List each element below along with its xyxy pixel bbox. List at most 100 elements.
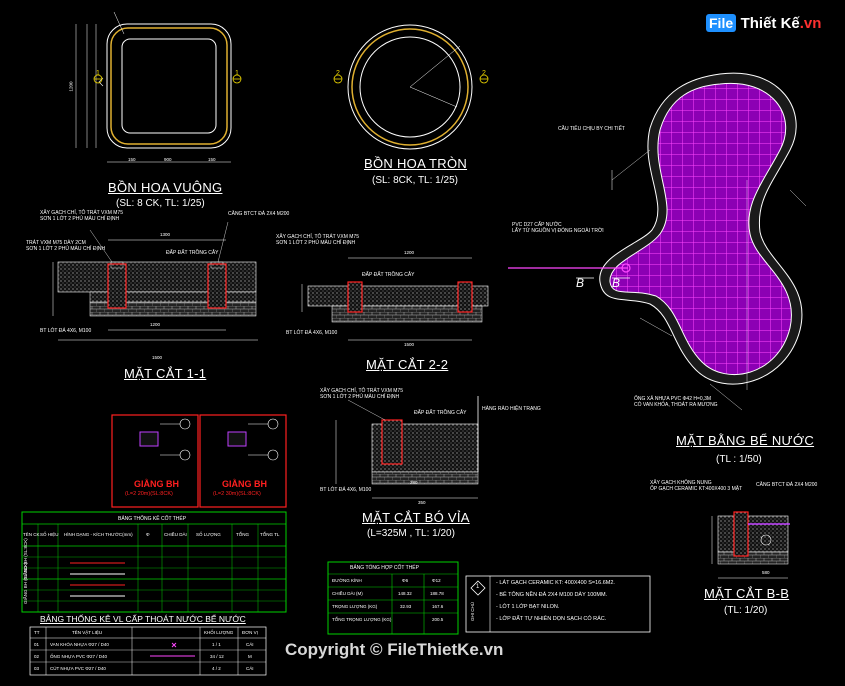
vl-h-dv: ĐƠN VỊ bbox=[242, 630, 258, 635]
site-logo: File Thiết Kế.vn bbox=[706, 14, 821, 33]
note-cang-btct-1: CĂNG BTCT ĐÁ 2X4 M200 bbox=[228, 211, 290, 217]
summary-k-0: ĐƯỜNG KÍNH bbox=[332, 578, 362, 583]
section-mark-1-left bbox=[93, 74, 103, 84]
title-bon-hoa-vuong: BỒN HOA VUÔNG bbox=[108, 180, 223, 195]
vl-r1-kl: 34 / 12 bbox=[210, 654, 224, 659]
summary-k-1: CHIỀU DÀI (M) bbox=[332, 591, 363, 596]
legend-line-3: - LÓT 1 LỚP BẠT NILON. bbox=[496, 604, 560, 610]
subtitle-mat-cat-b-b: (TL: 1/20) bbox=[724, 605, 768, 616]
vl-r0-dv: CÁI bbox=[246, 642, 254, 647]
note-co-van: CÓ VAN KHÓA, THOÁT RA MƯƠNG bbox=[634, 402, 718, 408]
logo-text: Thiết Kế.vn bbox=[741, 15, 822, 32]
rebar-h-dai: CHIỀU DÀI bbox=[164, 532, 187, 537]
section-2-label-right: 2 bbox=[482, 70, 486, 77]
vl-r0-kl: 1 / 1 bbox=[212, 642, 221, 647]
section-2-label-left: 2 bbox=[336, 70, 340, 77]
legend-label: GHI CHÚ bbox=[470, 602, 475, 621]
dim-1-1-mid: 1200 bbox=[150, 322, 161, 327]
vl-r1-tt: 02 bbox=[34, 654, 40, 659]
vl-r1-dv: M bbox=[248, 654, 252, 659]
note-cau-tieu: CẦU TIÊU CHỊU BY CHI TIẾT bbox=[558, 126, 625, 132]
dim-1-1-top: 1300 bbox=[160, 232, 171, 237]
beam-detail-box-1 bbox=[111, 414, 199, 508]
rebar-h-hinh: HÌNH DẠNG - KÍCH THƯỚC(mm) bbox=[64, 532, 133, 537]
dim-curb-280: 280 bbox=[410, 480, 418, 485]
section-mark-1-right bbox=[232, 74, 242, 84]
vl-r1-ten: ỐNG NHỰA PVC Φ27 / D40 bbox=[50, 654, 107, 659]
summary-a-0: Φ6 bbox=[402, 578, 409, 583]
round-planter-plan bbox=[347, 24, 473, 150]
subtitle-mat-cat-bo-via: (L=325M , TL: 1/20) bbox=[367, 528, 455, 539]
note-cang-btct-bb: CĂNG BTCT ĐÁ 2X4 M200 bbox=[756, 482, 818, 488]
subtitle-bon-hoa-vuong: (SL: 8 CK, TL: 1/25) bbox=[116, 198, 205, 209]
rebar-table-frame bbox=[21, 511, 287, 613]
vl-h-ten: TÊN VẬT LIỆU bbox=[72, 630, 103, 635]
vl-r0-tt: 01 bbox=[34, 642, 40, 647]
summary-b-2: 167.6 bbox=[432, 604, 444, 609]
note-xay-gach-3: XÂY GẠCH CHỈ, TÔ TRÁT VXM M75 bbox=[320, 388, 403, 394]
vl-h-tt: TT bbox=[34, 630, 40, 635]
vl-r2-ten: CÚT NHỰA PVC Φ27 / D40 bbox=[50, 666, 106, 671]
rebar-row-label-2: GIẰNG BH (SL:8CK) bbox=[23, 562, 28, 604]
material-table-frame bbox=[29, 626, 267, 676]
beam-sub-1: (L=2 20m)(SL:8CK) bbox=[125, 491, 173, 497]
note-dat-trong-cay-1: ĐẤP ĐẤT TRỒNG CÂY bbox=[166, 250, 219, 256]
dim-2-2-bottom: 1500 bbox=[404, 342, 415, 347]
section-1-label-right: 1 bbox=[235, 70, 239, 77]
vl-r2-dv: CÁI bbox=[246, 666, 254, 671]
title-bon-hoa-tron: BỒN HOA TRÒN bbox=[364, 156, 468, 171]
rebar-h-so: SỐ HIỆU bbox=[40, 532, 59, 537]
note-son-lot-3: SƠN 1 LỚT 2 PHỦ MÀU CHỈ ĐỊNH bbox=[320, 394, 400, 400]
section-b-label-left: B bbox=[576, 276, 585, 290]
rebar-h-ten: TÊN CK bbox=[23, 532, 40, 537]
vl-r2-kl: 4 / 2 bbox=[212, 666, 221, 671]
legend-box-frame bbox=[465, 575, 651, 633]
beam-sub-2: (L=2 30m)(SL:8CK) bbox=[213, 491, 261, 497]
vl-h-kl: KHỐI LƯỢNG bbox=[204, 630, 234, 635]
section-2-2-drawing bbox=[301, 257, 489, 341]
dim-bb-580: 580 bbox=[762, 570, 770, 575]
section-1-1-drawing bbox=[52, 221, 258, 341]
summary-k-3: TỔNG TRỌNG LƯỢNG (KG) bbox=[332, 617, 392, 622]
pool-plan bbox=[508, 72, 807, 411]
rebar-h-sl: SỐ LƯỢNG bbox=[196, 532, 221, 537]
dim-1-1-bottom: 1500 bbox=[152, 355, 163, 360]
note-son-lot-2: SƠN 1 LỚT 2 PHỦ MÀU CHỈ ĐỊNH bbox=[276, 240, 356, 246]
logo-file-badge: File bbox=[706, 14, 737, 32]
square-planter-plan bbox=[75, 11, 232, 163]
copyright-watermark: Copyright © FileThietKe.vn bbox=[285, 640, 504, 659]
beam-label-2: GIẰNG BH bbox=[222, 479, 267, 489]
dim-square-150-a: 150 bbox=[128, 157, 136, 162]
vl-r2-tt: 03 bbox=[34, 666, 40, 671]
note-bt-lot-3: BT LÓT ĐÁ 4X6, M100 bbox=[320, 487, 372, 493]
rebar-h-tl: TỔNG TL bbox=[260, 532, 280, 537]
note-bt-lot-2: BT LÓT ĐÁ 4X6, M100 bbox=[286, 330, 338, 336]
title-mat-cat-1-1: MẶT CẮT 1-1 bbox=[124, 366, 207, 381]
section-1-label-left: 1 bbox=[96, 70, 100, 77]
legend-line-2: - BÊ TÔNG NỀN ĐÁ 2X4 M100 DÀY 100MM. bbox=[496, 592, 608, 598]
title-mat-bang-be-nuoc: MẶT BẰNG BỂ NƯỚC bbox=[676, 433, 815, 448]
vl-r0-ten: VAN KHÓA NHỰA Φ27 / D40 bbox=[50, 642, 109, 647]
summary-b-3: 200.5 bbox=[432, 617, 444, 622]
logo-thiet-ke: Thiết Kế bbox=[740, 15, 800, 32]
title-mat-cat-2-2: MẶT CẮT 2-2 bbox=[366, 357, 449, 372]
legend-marker: 1 bbox=[476, 584, 480, 590]
beam-label-1: GIẰNG BH bbox=[134, 479, 179, 489]
dim-square-150-b: 150 bbox=[208, 157, 216, 162]
legend-line-1: - LÁT GẠCH CERAMIC KT: 400X400 S=16.6M2. bbox=[496, 580, 615, 586]
note-hang-rao: HÀNG RÀO HIỆN TRẠNG bbox=[482, 406, 541, 412]
section-mark-2-left bbox=[333, 74, 343, 84]
title-mat-cat-b-b: MẶT CẮT B-B bbox=[704, 586, 790, 601]
note-pvc: PVC D27 CẤP NƯỚC bbox=[512, 222, 562, 228]
dim-square-900: 900 bbox=[164, 157, 172, 162]
note-xay-gach-khong: XÂY GẠCH KHÔNG NUNG bbox=[650, 480, 712, 486]
note-op-gach: ỐP GẠCH CERAMIC KT:400X400 3 MẶT bbox=[650, 486, 743, 492]
title-mat-cat-bo-via: MẶT CẮT BÓ VỈA bbox=[362, 510, 470, 525]
section-b-label-right: B bbox=[612, 276, 621, 290]
subtitle-mat-bang-be-nuoc: (TL : 1/50) bbox=[716, 454, 762, 465]
note-ong-xa: ỐNG XẢ NHỰA PVC Φ42 H=0,3M bbox=[634, 396, 712, 402]
summary-a-2: 32.93 bbox=[400, 604, 412, 609]
summary-a-1: 148.32 bbox=[398, 591, 412, 596]
beam-detail-box-2 bbox=[199, 414, 287, 508]
